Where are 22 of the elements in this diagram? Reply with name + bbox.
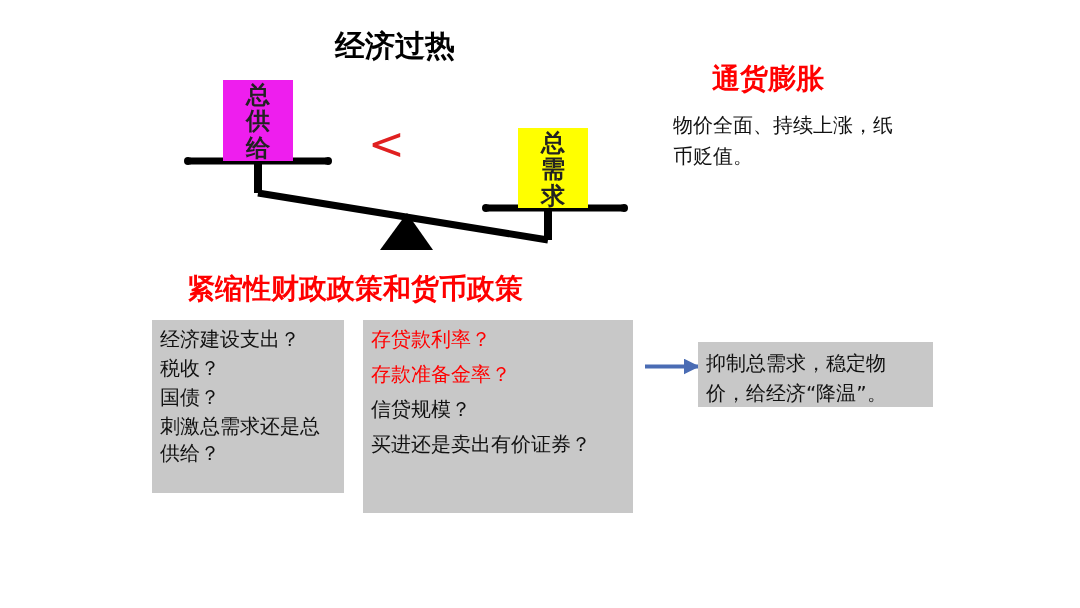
question-text: 税收？ xyxy=(160,355,221,382)
question-box xyxy=(363,320,633,513)
question-text: 存款准备金率？ xyxy=(371,361,512,388)
question-text: 刺激总需求还是总供给？ xyxy=(160,413,321,467)
question-text: 抑制总需求，稳定物价，给经济“降温”。 xyxy=(706,350,888,407)
question-text: 存贷款利率？ xyxy=(371,326,492,353)
box-label: 总需求 xyxy=(541,130,565,210)
definition-text: 物价全面、持续上涨，纸币贬值。 xyxy=(673,112,894,170)
demand-box xyxy=(518,128,588,208)
supply-box xyxy=(223,80,293,161)
title: 经济过热 xyxy=(335,27,455,65)
arrow xyxy=(645,358,700,375)
question-text: 国债？ xyxy=(160,384,221,411)
heading: 紧缩性财政政策和货币政策 xyxy=(187,271,523,307)
question-text: 经济建设支出？ xyxy=(160,326,301,353)
question-text: 信贷规模？ xyxy=(371,396,472,423)
question-box xyxy=(152,320,344,493)
result-box xyxy=(698,342,933,407)
box-label: 总供给 xyxy=(246,82,270,162)
heading: 通货膨胀 xyxy=(712,61,824,97)
question-text: 买进还是卖出有价证券？ xyxy=(371,431,592,458)
less-than-sign: < xyxy=(368,118,405,169)
